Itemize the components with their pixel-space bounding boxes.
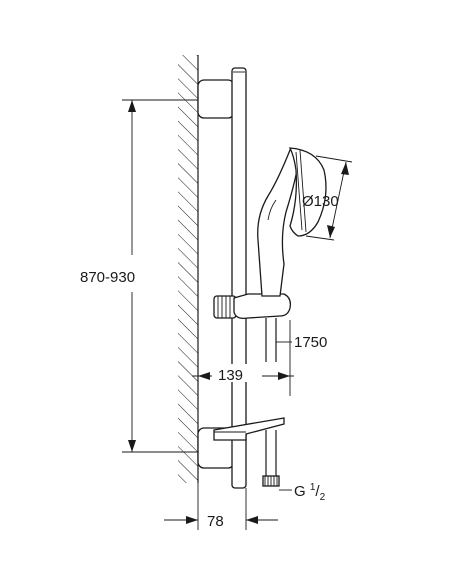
shelf-outlet: [213, 417, 285, 441]
projection-dimension: 139: [192, 320, 294, 396]
shower-hose: [265, 318, 277, 362]
hose-length-label: 1750: [294, 334, 327, 351]
diameter-dimension: Ø130: [302, 155, 353, 241]
wall-distance-label: 78: [207, 513, 224, 530]
sliding-holder: [213, 293, 292, 320]
hose-length-dimension: 1750: [276, 334, 327, 351]
wall: [178, 55, 199, 483]
hand-shower: [257, 147, 327, 297]
head-diameter-label: Ø130: [302, 193, 339, 210]
shower-rail: [231, 67, 247, 489]
top-wall-bracket: [197, 79, 235, 119]
thread-label: G 1/2: [294, 482, 326, 503]
height-range-label: 870-930: [80, 269, 135, 286]
wall-distance-dimension: 78: [164, 483, 278, 530]
thread-dimension: G 1/2: [279, 482, 326, 503]
hose-connector: [262, 430, 280, 487]
projection-label: 139: [218, 367, 243, 384]
height-dimension: 870-930: [80, 99, 198, 453]
